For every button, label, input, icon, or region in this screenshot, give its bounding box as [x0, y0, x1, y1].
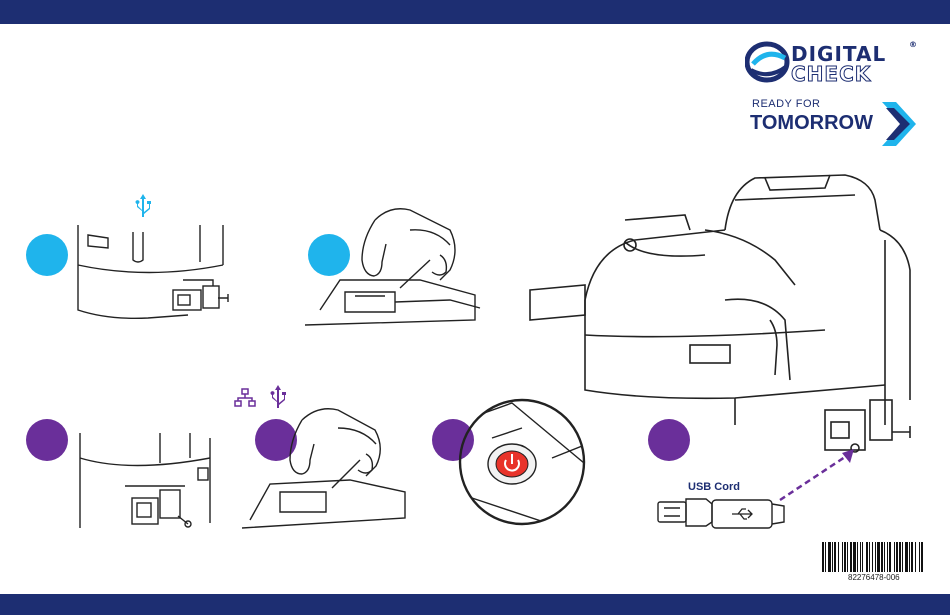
- barcode-bar: [896, 542, 898, 572]
- barcode-bar: [860, 542, 861, 572]
- barcode-bar: [869, 542, 870, 572]
- barcode-bar: [834, 542, 836, 572]
- barcode-bar: [884, 542, 885, 572]
- barcode-bar: [902, 542, 903, 572]
- chevron-right-icon: [878, 98, 918, 148]
- barcode-bar: [875, 542, 876, 572]
- top-banner: [0, 0, 950, 24]
- barcode-bar: [838, 542, 839, 572]
- barcode-bar: [919, 542, 920, 572]
- usb-cord-illustration: [656, 494, 786, 534]
- barcode-bar: [887, 542, 888, 572]
- barcode-bar: [915, 542, 916, 572]
- barcode-bar: [866, 542, 868, 572]
- registered-mark: ®: [909, 40, 918, 49]
- barcode-bar: [911, 542, 913, 572]
- barcode-bar: [825, 542, 826, 572]
- logo-mark-icon: [745, 40, 791, 84]
- barcode-bar: [828, 542, 831, 572]
- usb-cord-label: USB Cord: [688, 481, 740, 493]
- barcode-bar: [850, 542, 852, 572]
- tagline-big: TOMORROW: [750, 112, 873, 135]
- hand-pressing-illustration-2: [240, 400, 420, 530]
- usb-icon: [732, 509, 752, 519]
- barcode-bar: [889, 542, 891, 572]
- step-marker-blue-1: [26, 234, 68, 276]
- scanner-rear-usb-illustration: [68, 220, 238, 330]
- barcode-bar: [862, 542, 863, 572]
- barcode-bar: [844, 542, 846, 572]
- bottom-banner: [0, 594, 950, 615]
- step-marker-purple-1: [26, 419, 68, 461]
- barcode-bar: [899, 542, 901, 572]
- digital-check-logo: DIGITAL ® CHECK: [745, 40, 925, 86]
- barcode-bar: [881, 542, 883, 572]
- logo-line-check: CHECK: [791, 62, 871, 86]
- barcode-bar: [905, 542, 908, 572]
- barcode-bar: [847, 542, 848, 572]
- tagline: READY FOR TOMORROW: [750, 98, 920, 148]
- hand-pressing-illustration-1: [300, 200, 500, 330]
- tagline-small: READY FOR: [752, 98, 820, 110]
- barcode-bar: [842, 542, 843, 572]
- barcode-bar: [921, 542, 923, 572]
- barcode-bar: [894, 542, 895, 572]
- barcode-bar: [909, 542, 910, 572]
- barcode-number: 82276478-006: [848, 573, 900, 582]
- usb-icon: [133, 193, 153, 219]
- scanner-main-illustration: [525, 170, 925, 470]
- barcode-bar: [857, 542, 858, 572]
- barcode-bar: [877, 542, 880, 572]
- scanner-rear-network-illustration: [70, 428, 220, 538]
- barcode-bar: [872, 542, 873, 572]
- barcode: [822, 542, 924, 572]
- barcode-bar: [822, 542, 824, 572]
- barcode-bar: [853, 542, 856, 572]
- barcode-bar: [832, 542, 833, 572]
